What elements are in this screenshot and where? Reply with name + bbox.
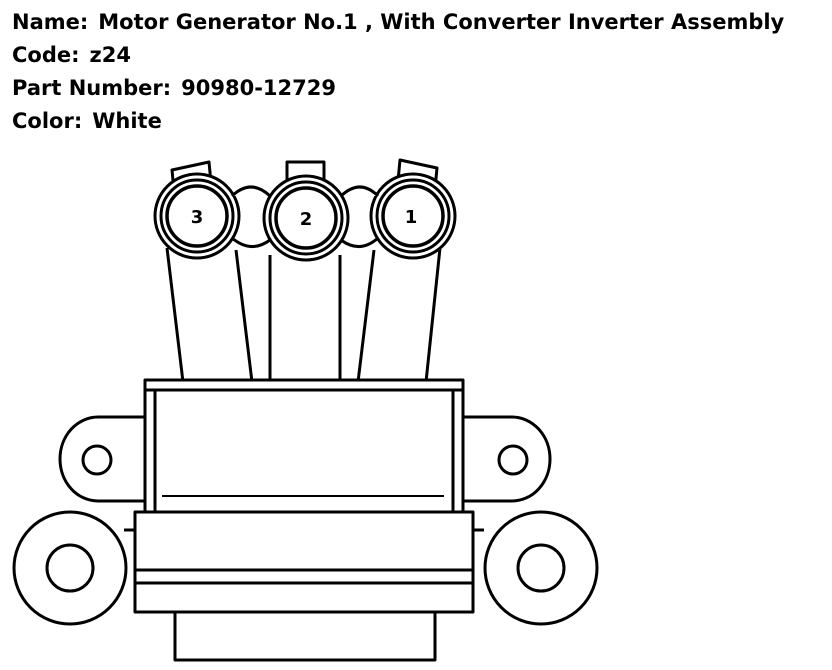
color-row: Color: White — [12, 105, 784, 138]
mounting-ears — [58, 415, 552, 503]
code-row: Code: z24 — [12, 39, 784, 72]
bridge-top-3-2 — [230, 185, 272, 198]
wire-3-left — [165, 247, 185, 383]
wire-1-left — [356, 249, 376, 383]
left-mount-ring — [12, 510, 128, 626]
lower-flange — [12, 510, 599, 662]
bridge-top-2-1 — [339, 185, 380, 198]
left-ear-hole — [81, 444, 113, 476]
right-mount-ring — [483, 510, 599, 626]
right-ear — [460, 415, 552, 503]
connector-housing — [134, 378, 472, 532]
name-label: Name: — [12, 10, 89, 34]
pin-2-middle — [268, 180, 344, 256]
pin-2-inner — [274, 186, 338, 250]
name-value: Motor Generator No.1 , With Converter In… — [98, 10, 785, 34]
housing-body — [134, 378, 472, 532]
wire-3-right — [234, 249, 254, 383]
wire-1-right — [424, 247, 442, 383]
right-mount-hole — [516, 543, 566, 593]
flange-plate — [133, 510, 475, 614]
right-ear-hole — [497, 444, 529, 476]
connector-wires — [165, 247, 442, 383]
part-number-label: Part Number: — [12, 76, 172, 100]
part-number-row: Part Number: 90980-12729 — [12, 72, 784, 105]
pin-label-1: 1 — [405, 207, 418, 228]
part-number-value: 90980-12729 — [181, 76, 336, 100]
color-value: White — [92, 109, 162, 133]
bridge-bottom-3-2 — [231, 236, 271, 248]
pin-1-middle — [375, 178, 451, 254]
code-label: Code: — [12, 43, 80, 67]
left-ear — [58, 415, 152, 503]
left-mount-hole — [45, 543, 95, 593]
pin-head: 3 2 1 — [153, 158, 457, 262]
pin-3-inner — [165, 184, 229, 248]
pin-label-3: 3 — [191, 207, 204, 228]
part-info: Name: Motor Generator No.1 , With Convert… — [12, 6, 784, 138]
color-label: Color: — [12, 109, 83, 133]
bottom-tab — [173, 610, 437, 662]
pin-3-middle — [159, 178, 235, 254]
pin-1-inner — [381, 184, 445, 248]
name-row: Name: Motor Generator No.1 , With Convert… — [12, 6, 784, 39]
code-value: z24 — [89, 43, 131, 67]
pin-label-2: 2 — [300, 209, 313, 230]
bridge-bottom-2-1 — [340, 236, 379, 248]
